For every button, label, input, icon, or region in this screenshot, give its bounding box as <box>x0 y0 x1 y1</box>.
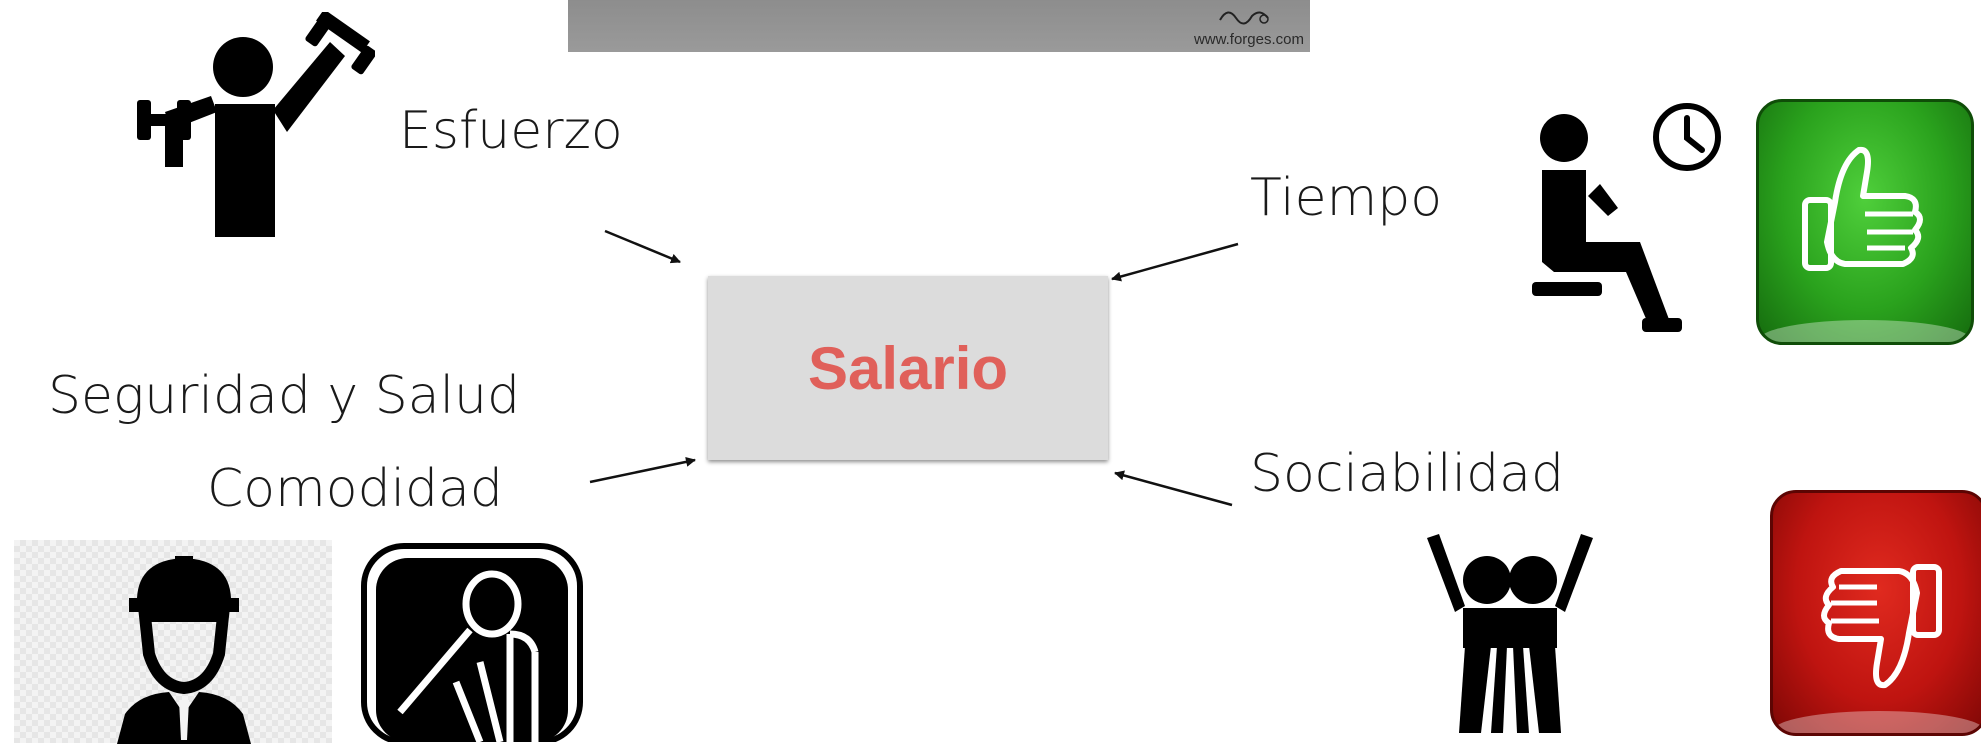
cartoon-image-strip: www.forges.com <box>568 0 1310 52</box>
label-time: Tiempo <box>1250 168 1443 228</box>
label-safety: Seguridad y Salud <box>48 366 520 426</box>
tired-person-icon <box>361 543 583 742</box>
label-effort: Esfuerzo <box>399 101 623 161</box>
thumbs-down-icon <box>1821 564 1942 689</box>
friends-icon <box>1427 534 1593 733</box>
thumbs-down-card <box>1770 490 1981 736</box>
arrow-comfort <box>589 456 696 484</box>
worker-helmet-icon <box>117 556 251 744</box>
weightlifter-icon <box>137 12 375 237</box>
thumbs-up-icon <box>1802 146 1923 271</box>
waiting-person-icon <box>1532 114 1682 332</box>
thumbs-up-card <box>1756 99 1974 345</box>
arrow-sociability <box>1114 470 1233 507</box>
worker-icon-background <box>14 540 332 744</box>
arrow-effort <box>604 229 681 264</box>
label-sociability: Sociabilidad <box>1250 444 1564 504</box>
salary-box: Salario <box>708 276 1108 460</box>
cartoon-signature <box>1219 11 1269 25</box>
cartoon-credit: www.forges.com <box>1193 31 1304 48</box>
salary-label: Salario <box>807 334 1009 402</box>
label-comfort: Comodidad <box>207 459 503 519</box>
clock-icon <box>1653 103 1721 171</box>
arrow-time <box>1111 242 1239 282</box>
